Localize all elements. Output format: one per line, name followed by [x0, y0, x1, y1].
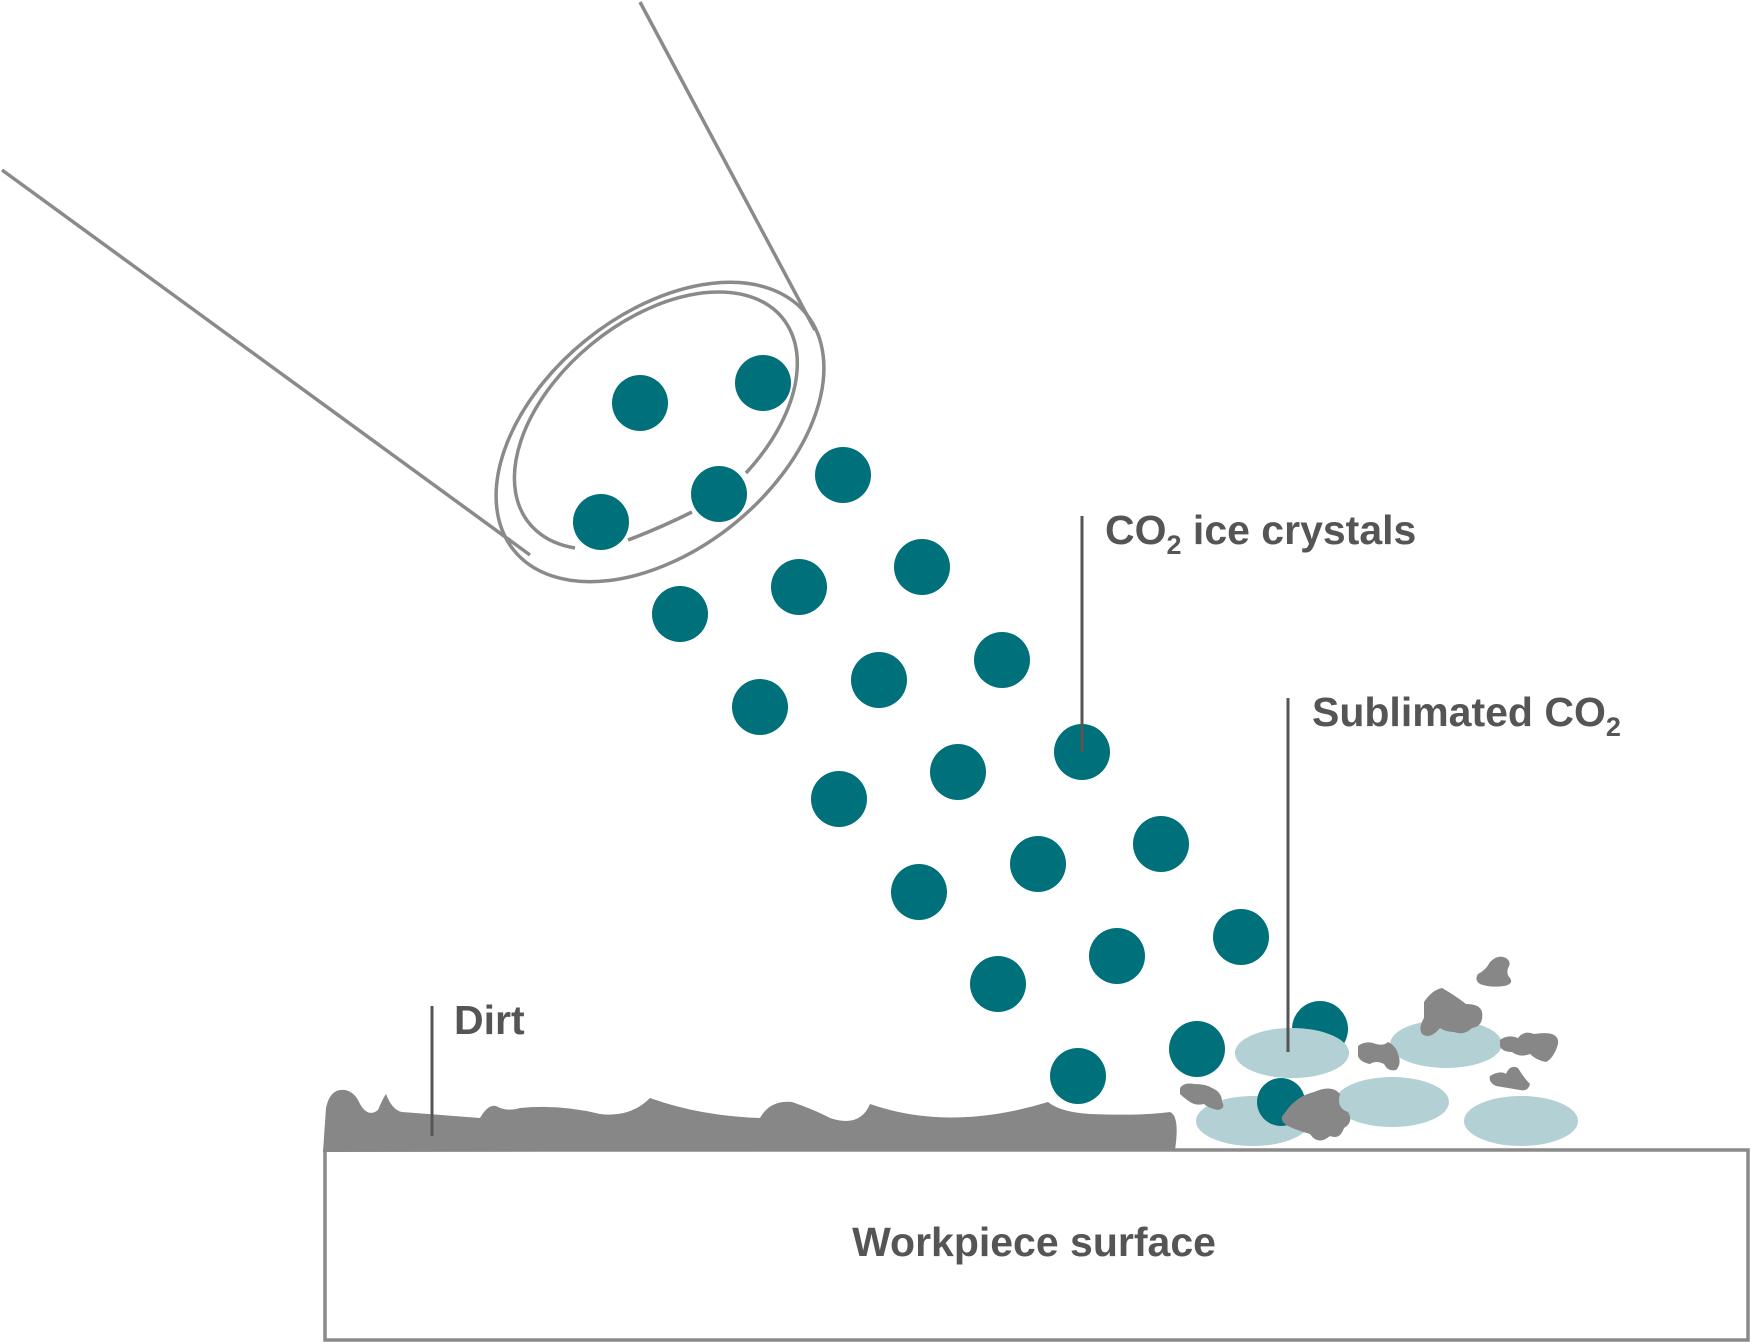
leader-lines [430, 516, 1290, 1136]
crystal [974, 632, 1030, 688]
dirt-layer [323, 1089, 1177, 1152]
crystal [811, 771, 867, 827]
workpiece-box [323, 1148, 1750, 1342]
label-co2-ice-suffix: ice crystals [1182, 507, 1417, 553]
crystal [732, 679, 788, 735]
sublimated-cloud [1235, 1028, 1349, 1078]
dirt-fragment [1180, 1083, 1224, 1110]
label-co2-ice-crystals: CO2 ice crystals [1105, 507, 1416, 560]
crystal [691, 466, 747, 522]
dirt-fragment [1476, 956, 1512, 987]
crystal [1133, 816, 1189, 872]
label-sublimated-co2: Sublimated CO2 [1312, 689, 1621, 742]
label-co2-ice-subscript: 2 [1167, 530, 1182, 560]
dirt-fragments [1180, 956, 1559, 1141]
nozzle-upper-edge [638, 1, 817, 331]
label-dirt: Dirt [454, 997, 525, 1043]
nozzle-inner-rim-gap [627, 510, 693, 542]
dirt-fragment [1500, 1032, 1559, 1062]
crystal [815, 447, 871, 503]
crystal [1010, 836, 1066, 892]
crystal [894, 539, 950, 595]
dirt-fragment [1358, 1042, 1400, 1071]
sublimated-cloud [1335, 1077, 1449, 1127]
crystal [891, 864, 947, 920]
nozzle-lower-edge [0, 168, 532, 557]
label-co2-ice-prefix: CO [1105, 507, 1167, 553]
crystal [612, 375, 668, 431]
crystal [735, 355, 791, 411]
co2-ice-crystals [573, 355, 1348, 1126]
crystal [851, 652, 907, 708]
label-sublimated-subscript: 2 [1606, 712, 1621, 742]
nozzle-outer-rim [494, 280, 826, 584]
crystal [930, 744, 986, 800]
crystal [573, 494, 629, 550]
sublimated-cloud [1464, 1096, 1578, 1146]
dirt-fragment [1281, 1088, 1351, 1141]
label-workpiece-surface: Workpiece surface [852, 1219, 1216, 1265]
crystal [1089, 928, 1145, 984]
nozzle-inner-rim [512, 290, 800, 550]
crystal [1169, 1021, 1225, 1077]
sublimated-cloud [1390, 1020, 1502, 1068]
dirt-fragment [1489, 1066, 1530, 1091]
crystal [771, 559, 827, 615]
nozzle [0, 1, 826, 584]
crystal [1213, 909, 1269, 965]
label-sublimated-prefix: Sublimated CO [1312, 689, 1606, 735]
crystal [970, 956, 1026, 1012]
dirt-fragment [1420, 988, 1483, 1036]
crystal [652, 586, 708, 642]
crystal [1050, 1048, 1106, 1104]
